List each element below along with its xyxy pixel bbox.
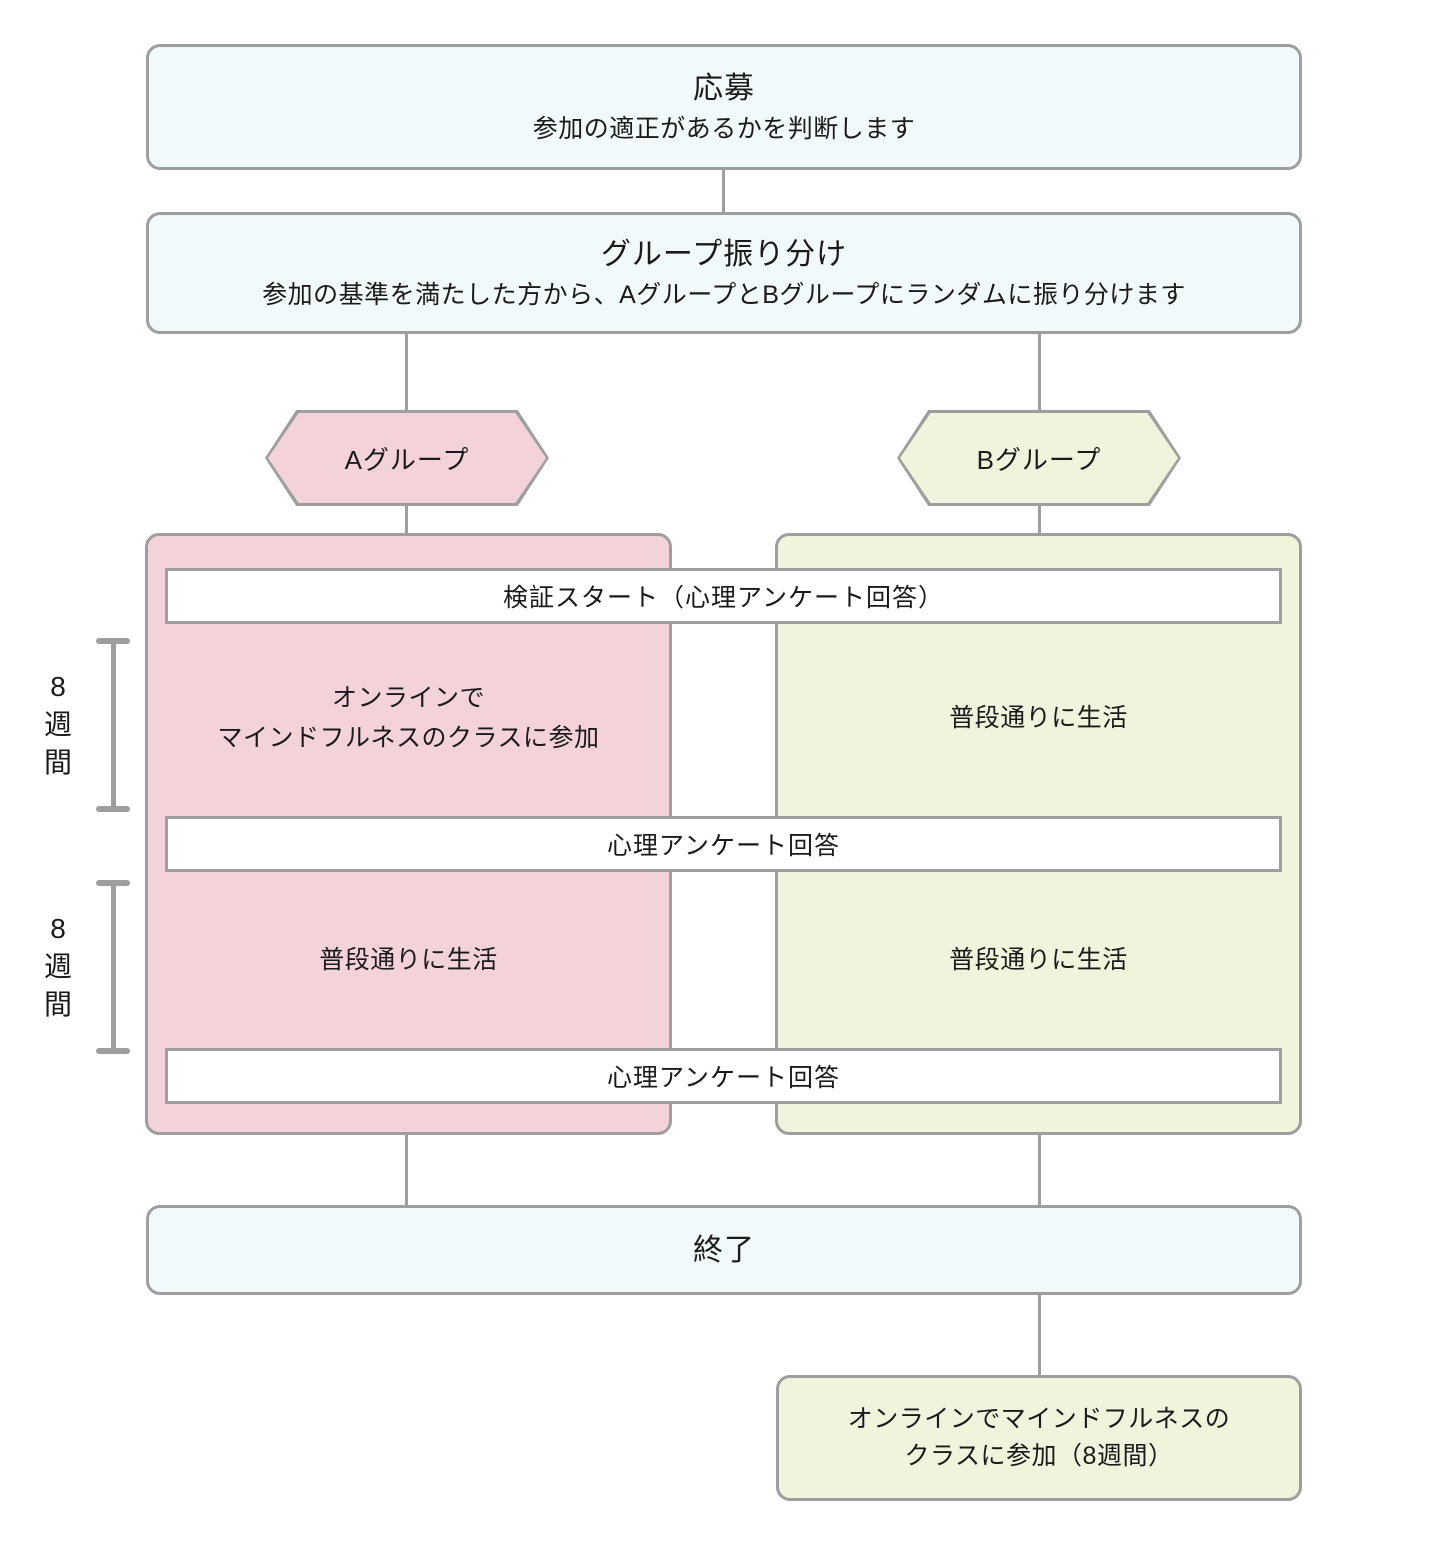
duration-first-unit-2: 間 — [43, 746, 72, 778]
hexagon-group-a-fill — [268, 413, 546, 503]
group-b-phase1-text: 普段通りに生活 — [949, 703, 1128, 732]
group-b-phase1-label: 普段通りに生活 — [795, 625, 1282, 810]
bracket-cap-bottom — [96, 1048, 130, 1054]
duration-bracket-first — [96, 638, 130, 812]
bar-survey-mid-label: 心理アンケート回答 — [606, 832, 840, 860]
hexagon-group-b-fill — [900, 413, 1178, 503]
node-followup-line2: クラスに参加（8週間） — [904, 1442, 1174, 1470]
group-a-phase1-label: オンラインで マインドフルネスのクラスに参加 — [165, 625, 652, 810]
node-application: 応募 参加の適正があるかを判断します — [146, 44, 1302, 170]
node-allocation: グループ振り分け 参加の基準を満たした方から、AグループとBグループにランダムに… — [146, 212, 1302, 334]
bracket-cap-bottom — [96, 806, 130, 812]
bracket-stem — [111, 880, 116, 1054]
node-end: 終了 — [146, 1205, 1302, 1295]
bar-survey-mid: 心理アンケート回答 — [165, 816, 1282, 872]
group-a-phase1-line2: マインドフルネスのクラスに参加 — [217, 723, 600, 752]
group-a-phase2-text: 普段通りに生活 — [319, 945, 498, 974]
duration-bracket-second — [96, 880, 130, 1054]
bracket-stem — [111, 638, 116, 812]
connector-allocation-to-group-a — [405, 334, 408, 412]
duration-label-second: 8 週 間 — [32, 892, 84, 1042]
hexagon-group-a-label: Aグループ — [344, 444, 470, 475]
node-end-title: 終了 — [693, 1233, 755, 1267]
group-a-phase2-label: 普段通りに生活 — [165, 872, 652, 1047]
node-followup-class: オンラインでマインドフルネスの クラスに参加（8週間） — [776, 1375, 1302, 1501]
connector-group-a-to-panel — [405, 504, 408, 536]
duration-first-unit-1: 週 — [43, 709, 72, 741]
node-allocation-title: グループ振り分け — [600, 237, 848, 271]
node-followup-line1: オンラインでマインドフルネスの — [847, 1404, 1231, 1433]
duration-second-unit-2: 間 — [43, 988, 72, 1020]
duration-first-number: 8 — [50, 671, 66, 703]
group-b-phase2-label: 普段通りに生活 — [795, 872, 1282, 1047]
bar-verification-start-label: 検証スタート（心理アンケート回答） — [502, 584, 944, 612]
group-b-phase2-text: 普段通りに生活 — [949, 945, 1128, 974]
hexagon-group-b-label: Bグループ — [976, 444, 1102, 475]
group-a-phase1-line1: オンラインで — [331, 683, 485, 712]
duration-second-unit-1: 週 — [43, 951, 72, 983]
connector-panel-b-to-end — [1038, 1135, 1041, 1207]
hexagon-group-a: Aグループ — [265, 410, 549, 506]
bar-survey-final: 心理アンケート回答 — [165, 1048, 1282, 1104]
connector-allocation-to-group-b — [1038, 334, 1041, 412]
bar-survey-final-label: 心理アンケート回答 — [606, 1064, 840, 1092]
connector-end-to-followup — [1038, 1295, 1041, 1377]
connector-panel-a-to-end — [405, 1135, 408, 1207]
node-allocation-subtitle: 参加の基準を満たした方から、AグループとBグループにランダムに振り分けます — [262, 280, 1186, 309]
duration-second-number: 8 — [50, 913, 66, 945]
node-application-title: 応募 — [693, 71, 755, 105]
duration-label-first: 8 週 間 — [32, 650, 84, 800]
connector-group-b-to-panel — [1038, 504, 1041, 536]
bar-verification-start: 検証スタート（心理アンケート回答） — [165, 568, 1282, 624]
connector-application-to-allocation — [722, 170, 725, 212]
hexagon-group-b: Bグループ — [897, 410, 1181, 506]
node-application-subtitle: 参加の適正があるかを判断します — [532, 114, 916, 143]
